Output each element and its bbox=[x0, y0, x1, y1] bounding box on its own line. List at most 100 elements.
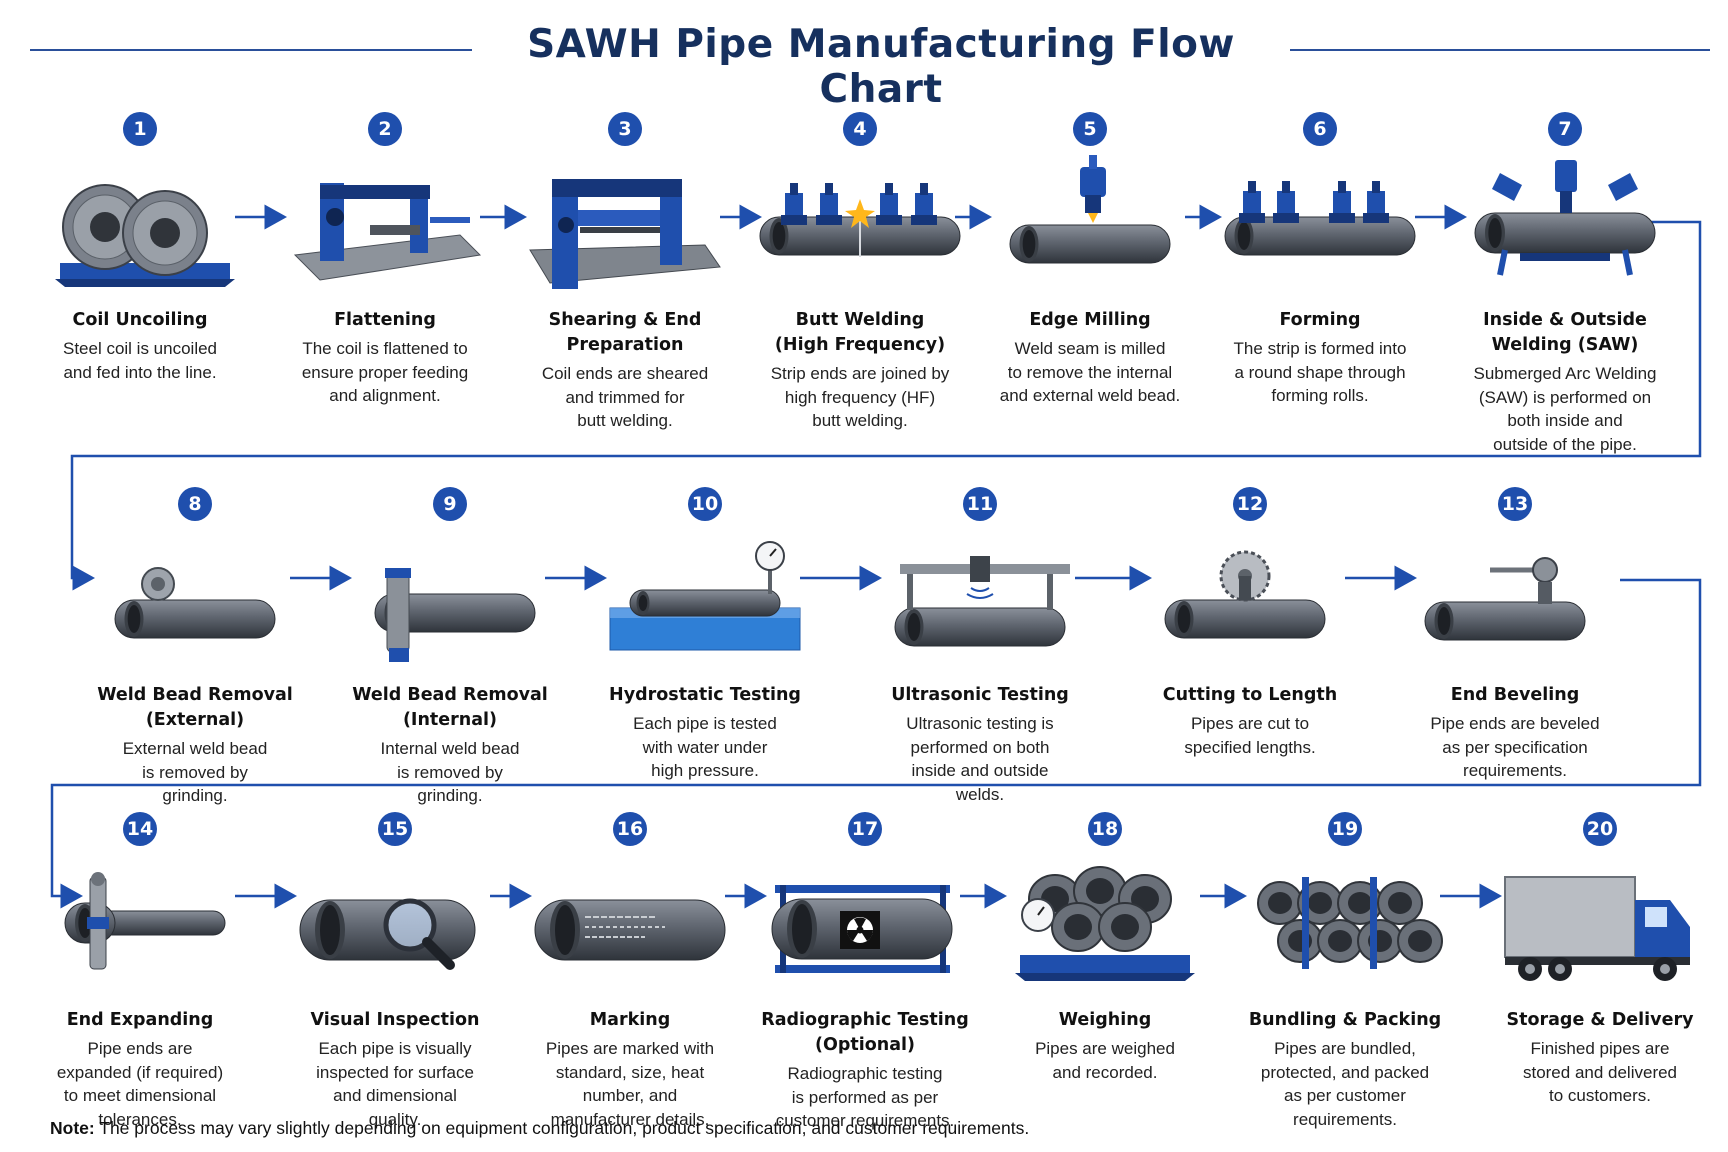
step-number-badge: 10 bbox=[688, 487, 722, 521]
step-description-line: is removed by bbox=[142, 762, 248, 782]
step-number-badge: 15 bbox=[378, 812, 412, 846]
note-label: Note: bbox=[50, 1118, 95, 1138]
step-description-line: quality. bbox=[368, 1109, 422, 1129]
step-title-line: Weighing bbox=[1058, 1010, 1152, 1030]
step-number-badge: 14 bbox=[123, 812, 157, 846]
step-description-line: expanded (if required) bbox=[56, 1062, 224, 1082]
title-rule-right bbox=[1290, 49, 1710, 51]
step-description: The coil is flattened to ensure proper fe… bbox=[270, 337, 500, 408]
process-step-17: 17 Radiographic Testing(Optional)Radiogr… bbox=[760, 812, 970, 1142]
step-description-line: protected, and packed bbox=[1260, 1062, 1430, 1082]
step-description-line: Pipes are weighed bbox=[1035, 1039, 1175, 1058]
step-number-badge: 3 bbox=[608, 112, 642, 146]
step-description-line: performed on both bbox=[910, 737, 1050, 757]
marked-pipe-icon bbox=[534, 899, 726, 961]
step-description-line: and recorded. bbox=[1052, 1062, 1158, 1082]
step-description-line: to remove the internal bbox=[1007, 362, 1173, 382]
step-description-line: The coil is flattened to bbox=[302, 339, 468, 358]
step-description-line: Submerged Arc Welding bbox=[1473, 364, 1657, 383]
step-number-badge: 6 bbox=[1303, 112, 1337, 146]
step-number-badge: 19 bbox=[1328, 812, 1362, 846]
step-description-line: Each pipe is tested bbox=[633, 714, 777, 733]
step-description-line: grinding. bbox=[417, 786, 483, 805]
step-number-badge: 2 bbox=[368, 112, 402, 146]
step-description-line: number, and bbox=[582, 1086, 678, 1105]
step-number-badge: 11 bbox=[963, 487, 997, 521]
shearing-machine-icon bbox=[529, 179, 721, 289]
step-description-line: grinding. bbox=[162, 786, 228, 805]
step-number-badge: 13 bbox=[1498, 487, 1532, 521]
step-title-line: End Expanding bbox=[66, 1010, 214, 1030]
step-title: Edge Milling bbox=[975, 308, 1205, 333]
step-title: Storage & Delivery bbox=[1485, 1008, 1715, 1033]
coil-icon bbox=[55, 184, 235, 287]
step-description: Pipes are weighed and recorded. bbox=[990, 1037, 1220, 1084]
step-title-line: Weld Bead Removal bbox=[97, 685, 293, 705]
step-title: End Beveling bbox=[1400, 683, 1630, 708]
step-title-line: Coil Uncoiling bbox=[72, 310, 208, 330]
step-description-line: as per specification bbox=[1442, 737, 1588, 757]
beveling-tool-icon bbox=[1424, 557, 1586, 641]
step-title-line: Welding (SAW) bbox=[1491, 335, 1639, 355]
expander-icon bbox=[64, 872, 226, 970]
step-title-line: (High Frequency) bbox=[774, 335, 946, 355]
step-description-line: as per customer bbox=[1284, 1086, 1406, 1105]
step-description-line: specified lengths. bbox=[1184, 737, 1316, 757]
step-description-line: butt welding. bbox=[577, 411, 673, 430]
step-number-badge: 7 bbox=[1548, 112, 1582, 146]
step-description-line: high pressure. bbox=[651, 761, 759, 780]
step-description: Finished pipes are stored and delivered to… bbox=[1485, 1037, 1715, 1108]
step-title: Radiographic Testing(Optional) bbox=[750, 1008, 980, 1058]
truck-icon bbox=[1504, 876, 1690, 981]
step-title-line: Radiographic Testing bbox=[761, 1010, 969, 1030]
step-title: End Expanding bbox=[25, 1008, 255, 1033]
footnote: Note: The process may vary slightly depe… bbox=[50, 1118, 1029, 1139]
step-description-line: ensure proper feeding bbox=[301, 362, 469, 382]
external-grinding-icon bbox=[114, 567, 276, 639]
step-title-line: Preparation bbox=[566, 335, 684, 355]
step-title-line: Forming bbox=[1279, 310, 1361, 330]
step-description-line: welds. bbox=[955, 784, 1005, 804]
step-description-line: The strip is formed into bbox=[1233, 339, 1407, 358]
step-title-line: Weld Bead Removal bbox=[352, 685, 548, 705]
step-description-line: Finished pipes are bbox=[1530, 1039, 1670, 1058]
step-description-line: to customers. bbox=[1548, 1086, 1652, 1105]
step-description-line: stored and delivered bbox=[1522, 1062, 1678, 1082]
step-description-line: Coil ends are sheared bbox=[541, 364, 709, 383]
step-description-line: Steel coil is uncoiled bbox=[62, 339, 218, 358]
step-title-line: Marking bbox=[589, 1010, 671, 1030]
step-description-line: Pipes are marked with bbox=[545, 1039, 715, 1058]
step-title-line: Inside & Outside bbox=[1483, 310, 1647, 330]
step-title-line: Ultrasonic Testing bbox=[891, 685, 1069, 705]
step-description-line: butt welding. bbox=[812, 411, 908, 430]
step-number-badge: 8 bbox=[178, 487, 212, 521]
step-description-line: is performed as per bbox=[791, 1087, 939, 1107]
step-title-line: Shearing & End bbox=[548, 310, 702, 330]
edge-milling-icon bbox=[1009, 155, 1171, 264]
weighing-scale-icon bbox=[1015, 866, 1195, 981]
step-description-line: customer requirements. bbox=[775, 1111, 955, 1130]
butt-welding-icon bbox=[759, 183, 961, 257]
step-description-line: Pipe ends are beveled bbox=[1430, 714, 1600, 733]
step-title-line: Cutting to Length bbox=[1162, 685, 1338, 705]
step-title-line: Butt Welding bbox=[795, 310, 925, 330]
process-step-9: 9 Weld Bead Removal(Internal)Internal we… bbox=[345, 487, 555, 817]
step-description-line: tolerances. bbox=[98, 1109, 182, 1129]
step-description-line: Each pipe is visually bbox=[318, 1039, 472, 1058]
step-title-line: (External) bbox=[145, 710, 245, 730]
step-title-line: End Beveling bbox=[1450, 685, 1580, 705]
